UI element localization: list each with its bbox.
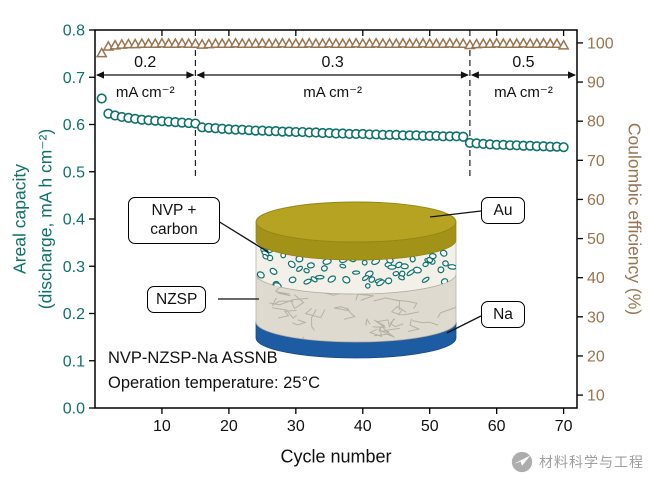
rate-annotations: 0.2 mA cm⁻² 0.3 mA cm⁻² 0.5 mA cm⁻² — [96, 54, 576, 101]
svg-text:90: 90 — [587, 75, 605, 92]
svg-text:0.2: 0.2 — [134, 54, 156, 71]
svg-text:70: 70 — [555, 418, 573, 435]
svg-text:50: 50 — [421, 418, 439, 435]
inset-label-na: Na — [481, 301, 525, 329]
axes-and-ticks: 10 20 30 40 50 60 70 0.0 0.1 0.2 0.3 0.4 0.5 0.6 0.7 0.… — [63, 23, 614, 436]
svg-text:30: 30 — [287, 418, 305, 435]
svg-text:0.0: 0.0 — [63, 401, 85, 418]
svg-text:40: 40 — [587, 270, 605, 287]
svg-text:0.5: 0.5 — [512, 54, 534, 71]
svg-text:70: 70 — [587, 153, 605, 170]
discharge-capacity-series — [96, 93, 569, 153]
svg-text:0.2: 0.2 — [63, 306, 85, 323]
svg-text:80: 80 — [587, 114, 605, 131]
watermark-logo-icon — [511, 451, 533, 473]
svg-text:0.6: 0.6 — [63, 117, 85, 134]
watermark: 材料科学与工程 — [510, 450, 644, 474]
svg-text:10: 10 — [587, 388, 605, 405]
left-axis-title-line1: Areal capacity — [9, 164, 30, 274]
operation-temperature-text: Operation temperature: 25°C — [108, 374, 321, 392]
coulombic-efficiency-series — [95, 37, 570, 58]
rate-boundary-dashed-lines — [194, 30, 471, 176]
svg-text:20: 20 — [220, 418, 238, 435]
svg-text:40: 40 — [354, 418, 372, 435]
svg-text:100: 100 — [587, 35, 614, 52]
x-axis-title: Cycle number — [280, 446, 392, 467]
svg-text:0.3: 0.3 — [322, 54, 344, 71]
inset-label-au: Au — [481, 197, 525, 225]
right-axis-title: Coulombic efficiency (%) — [624, 122, 645, 316]
svg-text:0.3: 0.3 — [63, 259, 85, 276]
svg-text:mA cm⁻²: mA cm⁻² — [116, 84, 175, 101]
svg-text:0.1: 0.1 — [63, 353, 85, 370]
left-axis-title-line2: (discharge, mA h cm⁻²) — [35, 128, 56, 310]
svg-text:0.4: 0.4 — [63, 212, 85, 229]
cell-name-text: NVP-NZSP-Na ASSNB — [108, 349, 278, 367]
svg-text:mA cm⁻²: mA cm⁻² — [303, 84, 362, 101]
svg-text:10: 10 — [153, 418, 171, 435]
svg-text:0.8: 0.8 — [63, 23, 85, 40]
svg-text:30: 30 — [587, 309, 605, 326]
svg-text:20: 20 — [587, 348, 605, 365]
svg-text:60: 60 — [488, 418, 506, 435]
inset-label-nzsp: NZSP — [147, 286, 207, 314]
svg-text:50: 50 — [587, 231, 605, 248]
inset-label-connectors — [217, 210, 482, 334]
inset-cell-schematic — [255, 201, 457, 359]
inset-label-nvp-carbon: NVP + carbon — [128, 197, 220, 244]
svg-text:60: 60 — [587, 192, 605, 209]
watermark-text: 材料科学与工程 — [539, 454, 644, 470]
svg-text:0.7: 0.7 — [63, 70, 85, 87]
svg-text:mA cm⁻²: mA cm⁻² — [494, 84, 553, 101]
svg-text:0.5: 0.5 — [63, 164, 85, 181]
